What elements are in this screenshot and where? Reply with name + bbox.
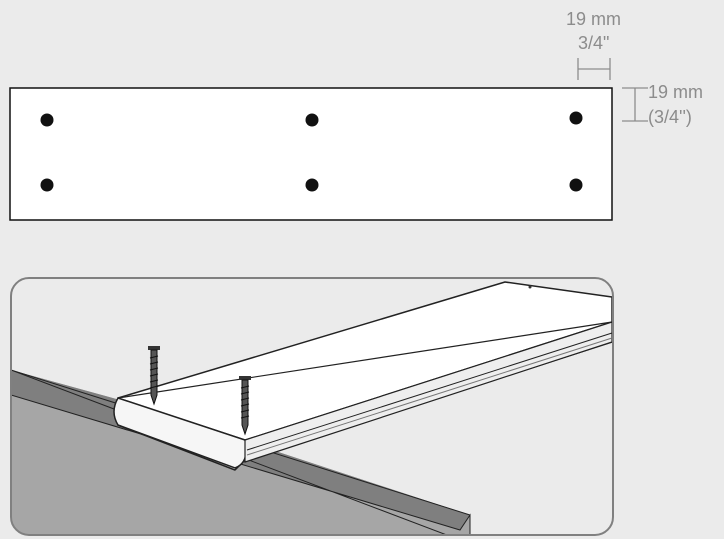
screw-hole <box>40 178 54 192</box>
illustration-frame <box>10 277 614 536</box>
screw-holes <box>40 111 583 192</box>
screw-hole <box>40 113 54 127</box>
screw-hole <box>569 178 583 192</box>
vertical-dim-metric: 19 mm <box>648 82 704 102</box>
screw-hole <box>305 113 319 127</box>
screw-icon <box>148 346 160 406</box>
board-plan-diagram <box>9 58 648 221</box>
board-outline <box>9 87 613 221</box>
vertical-dimension-marker <box>622 87 648 122</box>
horizontal-dim-imperial: 3/4" <box>578 33 610 53</box>
horizontal-dim-metric: 19 mm <box>566 9 622 29</box>
screw-icon <box>239 376 251 436</box>
vertical-dim-imperial: (3/4'') <box>648 107 692 127</box>
screw-hole <box>305 178 319 192</box>
horizontal-dimension-marker <box>577 58 611 80</box>
screw-hole <box>569 111 583 125</box>
